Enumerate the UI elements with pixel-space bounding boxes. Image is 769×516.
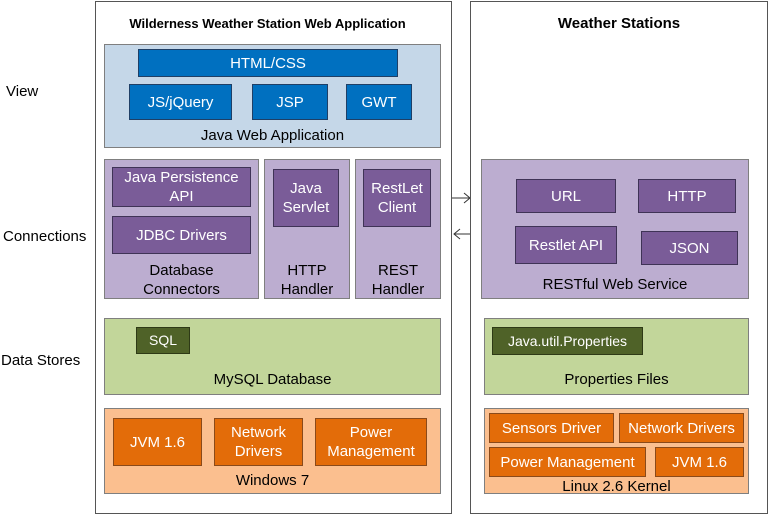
connection-arrows xyxy=(452,192,472,240)
rest-handler-label: REST Handler xyxy=(355,261,441,299)
jvm-label-right: JVM 1.6 xyxy=(671,453,728,471)
json-box: JSON xyxy=(641,231,738,265)
jsp-box: JSP xyxy=(252,84,328,120)
restlet-api-box: Restlet API xyxy=(515,226,617,264)
jdbc-drivers-label: JDBC Drivers xyxy=(136,226,227,244)
sensors-driver-label: Sensors Driver xyxy=(501,419,602,437)
network-drivers-label-2: Drivers xyxy=(234,443,283,460)
html-css-box: HTML/CSS xyxy=(138,49,398,77)
power-management-label-2: Management xyxy=(327,443,415,460)
restlet-api-label: Restlet API xyxy=(528,236,604,254)
rest-handler-label-1: REST xyxy=(377,262,418,279)
database-connectors-label-1: Database xyxy=(149,262,214,279)
http-handler-label-1: HTTP xyxy=(287,262,327,279)
java-util-properties-box: Java.util.Properties xyxy=(492,327,643,355)
properties-files-label: Properties Files xyxy=(564,371,669,388)
restlet-client-label-1: RestLet xyxy=(371,180,423,197)
jvm-box-right: JVM 1.6 xyxy=(655,447,744,477)
row-label-view: View xyxy=(6,83,39,100)
java-persistence-label-1: Java Persistence xyxy=(124,169,239,186)
mysql-database-label: MySQL Database xyxy=(213,371,332,388)
rest-handler-label-2: Handler xyxy=(371,281,425,298)
url-box: URL xyxy=(516,179,616,213)
database-connectors-label: Database Connectors xyxy=(104,261,259,299)
web-application-title: Wilderness Weather Station Web Applicati… xyxy=(129,16,406,31)
html-css-label: HTML/CSS xyxy=(230,54,306,72)
gwt-box: GWT xyxy=(346,84,412,120)
http-handler-label-2: Handler xyxy=(280,281,334,298)
row-label-data-stores: Data Stores xyxy=(1,352,81,369)
gwt-label: GWT xyxy=(361,93,397,111)
java-servlet-label-2: Servlet xyxy=(282,199,330,216)
linux-kernel-label: Linux 2.6 Kernel xyxy=(562,478,671,495)
power-management-label-right: Power Management xyxy=(500,453,635,471)
js-jquery-box: JS/jQuery xyxy=(129,84,232,120)
js-jquery-label: JS/jQuery xyxy=(147,93,214,111)
java-servlet-label-1: Java xyxy=(290,180,322,197)
network-drivers-label-right: Network Drivers xyxy=(628,419,735,437)
database-connectors-label-2: Connectors xyxy=(143,281,220,298)
weather-stations-title: Weather Stations xyxy=(557,15,681,32)
power-management-box-right: Power Management xyxy=(489,447,646,477)
java-web-application-label: Java Web Application xyxy=(200,127,345,144)
java-persistence-label-2: API xyxy=(169,188,194,205)
restlet-client-box: RestLet Client xyxy=(363,169,431,227)
json-label: JSON xyxy=(669,239,710,257)
java-servlet-box: Java Servlet xyxy=(273,169,339,227)
sql-box: SQL xyxy=(136,327,190,354)
java-persistence-api-box: Java Persistence API xyxy=(112,167,251,207)
row-label-connections: Connections xyxy=(3,228,87,245)
restlet-client-label-2: Client xyxy=(377,199,417,216)
power-management-box-left: Power Management xyxy=(315,418,427,466)
http-handler-label: HTTP Handler xyxy=(264,261,350,299)
jdbc-drivers-box: JDBC Drivers xyxy=(112,216,251,254)
http-label: HTTP xyxy=(667,187,707,205)
sensors-driver-box: Sensors Driver xyxy=(489,413,614,443)
jvm-box-left: JVM 1.6 xyxy=(113,418,202,466)
url-label: URL xyxy=(550,187,581,205)
windows-7-label: Windows 7 xyxy=(235,472,310,489)
restful-web-service-label: RESTful Web Service xyxy=(542,276,688,293)
network-drivers-box-right: Network Drivers xyxy=(619,413,744,443)
java-util-properties-label: Java.util.Properties xyxy=(507,332,628,349)
power-management-label-1: Power xyxy=(349,424,393,441)
jsp-label: JSP xyxy=(276,93,304,111)
sql-label: SQL xyxy=(148,332,177,348)
network-drivers-label-1: Network xyxy=(230,424,286,441)
http-box: HTTP xyxy=(638,179,736,213)
jvm-label-left: JVM 1.6 xyxy=(129,433,186,451)
network-drivers-box-left: Network Drivers xyxy=(214,418,303,466)
